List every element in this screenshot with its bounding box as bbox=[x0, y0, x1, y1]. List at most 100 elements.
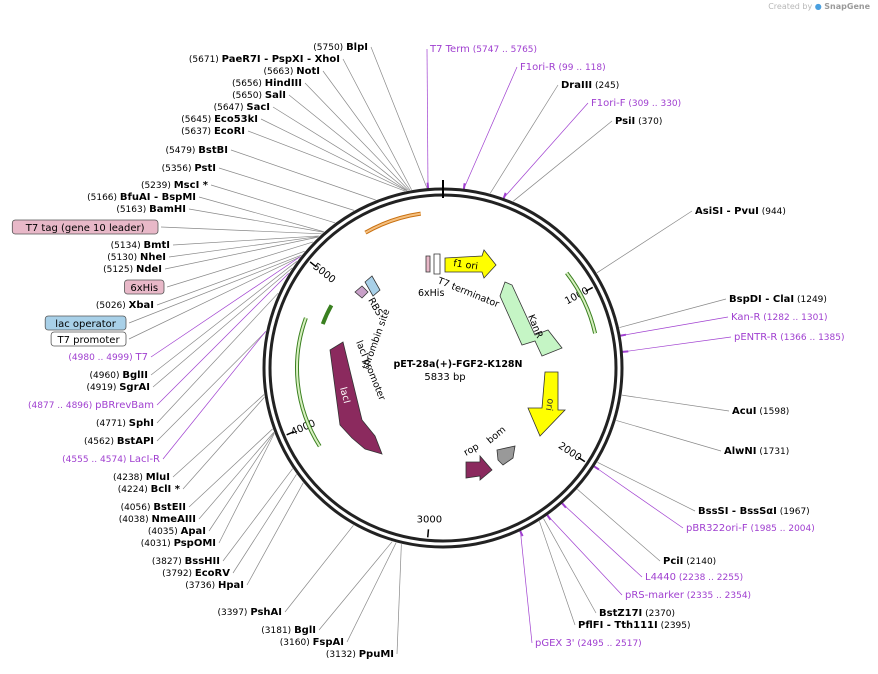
site-label-left[interactable]: (5166) BfuAI - BspMI bbox=[87, 192, 196, 203]
connector-line bbox=[596, 210, 693, 274]
site-label-left[interactable]: (5239) MscI * bbox=[141, 180, 209, 191]
site-label-left[interactable]: (5656) HindIII bbox=[232, 78, 302, 89]
site-label-right[interactable]: F1ori-R (99 .. 118) bbox=[520, 62, 606, 73]
site-label-left[interactable]: (5663) NotI bbox=[263, 66, 320, 77]
site-label-right[interactable]: DraIII (245) bbox=[561, 80, 619, 91]
site-label-text: (4555 .. 4574) LacI-R bbox=[62, 454, 160, 465]
connector-line bbox=[621, 316, 729, 336]
site-label-left[interactable]: (5750) BlpI bbox=[313, 42, 368, 53]
tick-3000 bbox=[426, 529, 430, 538]
site-label-text: (5663) NotI bbox=[263, 66, 320, 77]
connector-line bbox=[463, 66, 518, 189]
site-label-left[interactable]: (4031) PspOMI bbox=[141, 538, 216, 549]
site-label-left[interactable]: 6xHis bbox=[124, 279, 165, 295]
site-label-left[interactable]: (4224) BclI * bbox=[118, 484, 181, 495]
site-label-right[interactable]: T7 Term (5747 .. 5765) bbox=[429, 44, 537, 55]
kanr-arrow bbox=[499, 281, 563, 357]
site-label-left[interactable]: (5134) BmtI bbox=[111, 240, 170, 251]
site-name: MscI * bbox=[174, 180, 209, 191]
site-label-text: (4056) BstEII bbox=[121, 502, 186, 513]
site-name: PspOMI bbox=[174, 538, 216, 549]
connector-line bbox=[160, 226, 322, 235]
site-label-left[interactable]: (4980 .. 4999) T7 bbox=[68, 352, 148, 363]
feature-box bbox=[50, 331, 127, 347]
site-label-left[interactable]: (4562) BstAPI bbox=[84, 436, 154, 447]
site-label-text: (4038) NmeAIII bbox=[119, 514, 196, 525]
site-name: EcoRV bbox=[195, 568, 230, 579]
site-label-left[interactable]: (3736) HpaI bbox=[185, 580, 244, 591]
site-label-left[interactable]: (5130) NheI bbox=[107, 252, 166, 263]
site-label-left[interactable]: (4056) BstEII bbox=[121, 502, 186, 513]
site-label-right[interactable]: F1ori-F (309 .. 330) bbox=[591, 98, 681, 109]
site-label-left[interactable]: (4035) ApaI bbox=[148, 526, 206, 537]
site-name: pENTR-R bbox=[734, 332, 777, 343]
site-label-left[interactable]: (5163) BamHI bbox=[116, 204, 186, 215]
site-label-left[interactable]: lac operator bbox=[44, 315, 127, 331]
site-label-left[interactable]: (4960) BglII bbox=[90, 370, 148, 381]
tick-1000 bbox=[585, 286, 594, 292]
site-label-left[interactable]: (3181) BglI bbox=[261, 625, 316, 636]
site-label-right[interactable]: AcuI (1598) bbox=[732, 406, 789, 417]
site-name: BlpI bbox=[346, 42, 368, 53]
site-label-left[interactable]: (5125) NdeI bbox=[103, 264, 162, 275]
site-position: (1731) bbox=[757, 447, 790, 457]
site-label-left[interactable]: (5645) Eco53kI bbox=[181, 114, 258, 125]
site-position: (5163) bbox=[116, 205, 149, 215]
label-6xhis: 6xHis bbox=[418, 288, 444, 299]
connector-line bbox=[272, 106, 408, 191]
laci-arrow bbox=[329, 341, 383, 455]
primer-mark bbox=[462, 183, 466, 190]
site-label-right[interactable]: Kan-R (1282 .. 1301) bbox=[731, 312, 828, 323]
site-label-left[interactable]: (3397) PshAI bbox=[218, 607, 282, 618]
site-label-right[interactable]: BssSI - BssSαI (1967) bbox=[698, 506, 810, 517]
site-position: (5637) bbox=[181, 127, 214, 137]
site-label-left[interactable]: (5026) XbaI bbox=[96, 300, 154, 311]
tick-label: 2000 bbox=[556, 441, 583, 464]
site-label-text: (3792) EcoRV bbox=[162, 568, 230, 579]
site-label-left[interactable]: (4238) MluI bbox=[113, 472, 170, 483]
site-label-left[interactable]: (3132) PpuMI bbox=[326, 649, 394, 660]
site-name: PflFI bbox=[578, 620, 603, 631]
site-label-left[interactable]: (3827) BssHII bbox=[152, 556, 220, 567]
site-label-right[interactable]: AlwNI (1731) bbox=[724, 446, 789, 457]
site-position: (2335 .. 2354) bbox=[684, 591, 751, 601]
site-label-text: (3827) BssHII bbox=[152, 556, 220, 567]
site-extra: - PspXI - XhoI bbox=[261, 54, 340, 65]
site-label-right[interactable]: pRS-marker (2335 .. 2354) bbox=[625, 590, 751, 601]
site-label-right[interactable]: pENTR-R (1366 .. 1385) bbox=[734, 332, 845, 343]
site-label-text: BspDI - ClaI (1249) bbox=[729, 294, 827, 305]
site-label-text: pGEX 3' (2495 .. 2517) bbox=[535, 638, 642, 649]
site-label-right[interactable]: PciI (2140) bbox=[663, 556, 716, 567]
snapgene-credit[interactable]: Created by ● SnapGene bbox=[768, 2, 870, 11]
site-label-left[interactable]: (5479) BstBI bbox=[166, 145, 229, 156]
site-label-left[interactable]: (5671) PaeR7I - PspXI - XhoI bbox=[189, 54, 340, 65]
site-label-right[interactable]: pBR322ori-F (1985 .. 2004) bbox=[686, 523, 815, 534]
site-label-left[interactable]: (4919) SgrAI bbox=[86, 382, 150, 393]
site-label-right[interactable]: BspDI - ClaI (1249) bbox=[729, 294, 827, 305]
connector-line bbox=[597, 461, 696, 512]
site-label-left[interactable]: T7 tag (gene 10 leader) bbox=[11, 219, 159, 235]
site-extra: - BssSαI bbox=[728, 506, 776, 517]
site-label-left[interactable]: (4771) SphI bbox=[96, 418, 154, 429]
site-label-left[interactable]: (5647) SacI bbox=[214, 102, 270, 113]
site-label-left[interactable]: (4877 .. 4896) pBRrevBam bbox=[28, 400, 154, 411]
connector-line bbox=[284, 525, 354, 613]
site-label-right[interactable]: AsiSI - PvuI (944) bbox=[695, 206, 786, 217]
site-label-right[interactable]: PsiI (370) bbox=[615, 116, 662, 127]
site-label-left[interactable]: (3160) FspAI bbox=[280, 637, 344, 648]
connector-line bbox=[370, 46, 428, 188]
site-label-right[interactable]: PflFI - Tth111I (2395) bbox=[578, 620, 691, 631]
site-label-right[interactable]: BstZ17I (2370) bbox=[599, 608, 675, 619]
site-label-left[interactable]: (4038) NmeAIII bbox=[119, 514, 196, 525]
site-label-left[interactable]: (5356) PstI bbox=[162, 163, 216, 174]
site-label-right[interactable]: pGEX 3' (2495 .. 2517) bbox=[535, 638, 642, 649]
site-label-left[interactable]: (3792) EcoRV bbox=[162, 568, 230, 579]
site-label-left[interactable]: (5650) SalI bbox=[232, 90, 286, 101]
site-label-left[interactable]: T7 promoter bbox=[50, 331, 127, 347]
site-label-text: (5650) SalI bbox=[232, 90, 286, 101]
site-label-left[interactable]: (5637) EcoRI bbox=[181, 126, 245, 137]
connector-line bbox=[539, 521, 576, 626]
site-label-left[interactable]: (4555 .. 4574) LacI-R bbox=[62, 454, 160, 465]
site-label-right[interactable]: L4440 (2238 .. 2255) bbox=[645, 572, 743, 583]
